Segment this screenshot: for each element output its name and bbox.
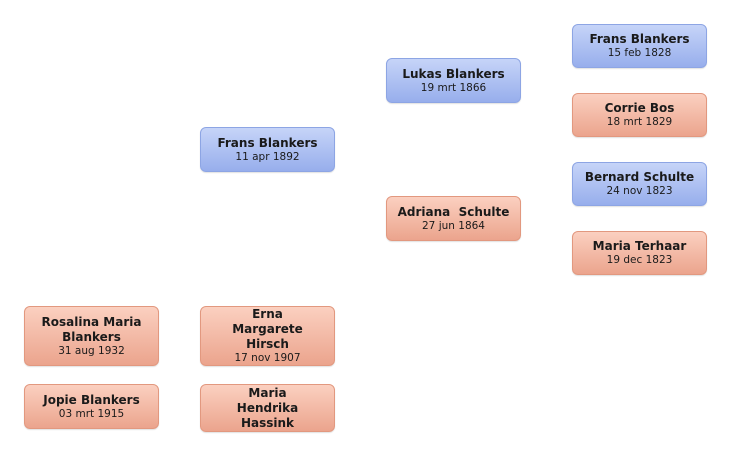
person-name: Rosalina Maria Blankers bbox=[41, 314, 142, 344]
person-birth-date: 03 mrt 1915 bbox=[58, 407, 125, 420]
person-name: Erna Margarete Hirsch bbox=[232, 307, 303, 351]
person-birth-date: 17 nov 1907 bbox=[234, 352, 301, 364]
person-card-maria-hendrika-hassink[interactable]: Maria Hendrika Hassink bbox=[200, 384, 335, 432]
person-card-maria-terhaar[interactable]: Maria Terhaar 19 dec 1823 bbox=[572, 231, 707, 275]
person-name: Frans Blankers bbox=[589, 32, 690, 46]
person-birth-date: 15 feb 1828 bbox=[607, 47, 672, 59]
person-birth-date: 11 apr 1892 bbox=[235, 150, 300, 163]
person-name: Jopie Blankers bbox=[43, 392, 140, 407]
person-card-erna-margarete-hirsch[interactable]: Erna Margarete Hirsch 17 nov 1907 bbox=[200, 306, 335, 366]
person-birth-date: 19 dec 1823 bbox=[606, 254, 673, 266]
person-name: Lukas Blankers bbox=[402, 66, 505, 81]
person-card-corrie-bos[interactable]: Corrie Bos 18 mrt 1829 bbox=[572, 93, 707, 137]
person-card-rosalina-maria-blankers[interactable]: Rosalina Maria Blankers 31 aug 1932 bbox=[24, 306, 159, 366]
person-card-adriana-schulte[interactable]: Adriana Schulte 27 jun 1864 bbox=[386, 196, 521, 241]
person-card-frans-blankers-1892[interactable]: Frans Blankers 11 apr 1892 bbox=[200, 127, 335, 172]
person-name: Maria Terhaar bbox=[592, 239, 687, 253]
person-birth-date: 18 mrt 1829 bbox=[606, 116, 673, 128]
person-name: Adriana Schulte bbox=[397, 204, 510, 219]
person-card-bernard-schulte[interactable]: Bernard Schulte 24 nov 1823 bbox=[572, 162, 707, 206]
person-birth-date: 31 aug 1932 bbox=[58, 344, 125, 357]
person-card-frans-blankers-1828[interactable]: Frans Blankers 15 feb 1828 bbox=[572, 24, 707, 68]
person-birth-date: 27 jun 1864 bbox=[422, 219, 485, 232]
person-birth-date: 19 mrt 1866 bbox=[420, 81, 487, 94]
person-card-lukas-blankers[interactable]: Lukas Blankers 19 mrt 1866 bbox=[386, 58, 521, 103]
person-name: Bernard Schulte bbox=[584, 170, 695, 184]
person-card-jopie-blankers[interactable]: Jopie Blankers 03 mrt 1915 bbox=[24, 384, 159, 429]
person-name: Maria Hendrika Hassink bbox=[236, 385, 299, 430]
person-birth-date: 24 nov 1823 bbox=[606, 185, 673, 197]
person-name: Frans Blankers bbox=[217, 135, 318, 150]
person-name: Corrie Bos bbox=[604, 101, 675, 115]
